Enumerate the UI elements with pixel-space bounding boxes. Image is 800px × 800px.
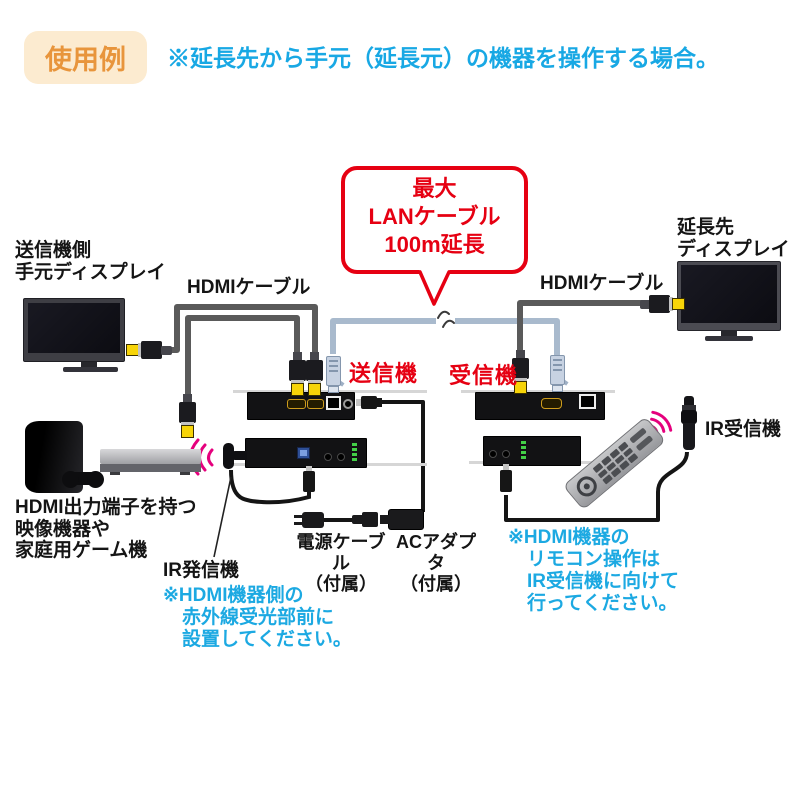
button-icon xyxy=(324,453,332,461)
receiver-bracket xyxy=(461,390,615,393)
tv-stand-base xyxy=(63,367,118,372)
source-tv xyxy=(23,298,125,375)
button-icon xyxy=(502,450,510,458)
label-ir-receiver: IR受信機 xyxy=(705,419,782,440)
dc-jack-icon xyxy=(343,399,353,409)
hdmi-plug-icon xyxy=(306,352,323,396)
label-receiver: 受信機 xyxy=(449,363,519,388)
button-icon xyxy=(489,450,497,458)
dc-power-cable xyxy=(380,400,425,512)
ac-adapter-device xyxy=(388,509,424,530)
ir-emitter-device xyxy=(221,441,247,471)
lan-port-icon xyxy=(326,396,341,410)
led-indicator-icon xyxy=(352,443,357,461)
power-connector-icon xyxy=(352,512,378,527)
ir-emitter-pointer-line xyxy=(213,476,232,558)
ir-receiver-cable xyxy=(504,451,689,522)
mini-plug-icon xyxy=(303,466,315,492)
hdmi-plug-icon xyxy=(289,352,306,396)
tv-stand-base xyxy=(705,336,753,341)
lan-plug-icon xyxy=(325,352,345,394)
label-ac-adapter: ACアダプタ （付属） xyxy=(396,532,476,595)
gamepad-icon xyxy=(62,467,104,491)
mini-plug-icon xyxy=(499,464,513,496)
hdmi-cable-source-tv xyxy=(168,304,318,356)
dc-plug-icon xyxy=(356,395,382,410)
label-hdmi-cable-left: HDMIケーブル xyxy=(187,277,311,298)
hdmi-port-icon xyxy=(287,399,306,409)
receiver-front-unit xyxy=(483,436,581,466)
note-ir-emitter: ※HDMI機器側の 赤外線受光部前に 設置してください。 xyxy=(163,585,352,650)
ir-receiver-device xyxy=(678,396,700,454)
label-source-display: 送信機側 手元ディスプレイ xyxy=(15,240,166,284)
usage-example-badge: 使用例 xyxy=(24,31,147,84)
ir-emitter-cable xyxy=(229,469,311,505)
ac-plug-icon xyxy=(294,512,324,528)
header-note: ※延長先から手元（延長元）の機器を操作する場合。 xyxy=(167,45,719,71)
bluray-player xyxy=(100,449,201,475)
tv-screen xyxy=(28,303,120,353)
note-ir-receiver: ※HDMI機器の リモコン操作は IR受信機に向けて 行ってください。 xyxy=(508,527,680,614)
hdmi-plug-icon xyxy=(126,341,172,359)
tv-stand-neck xyxy=(81,362,97,367)
ac-adapter-inlet xyxy=(380,515,389,524)
hdmi-cable-player xyxy=(185,315,300,398)
ir-port-inner xyxy=(300,450,307,456)
hdmi-plug-icon xyxy=(512,350,529,394)
tv-screen xyxy=(681,265,777,323)
lan-plug-icon xyxy=(549,351,569,393)
hdmi-plug-icon xyxy=(640,295,686,313)
hdmi-port-icon xyxy=(541,398,562,409)
label-ir-emitter: IR発信機 xyxy=(163,560,240,581)
cable-break-icon xyxy=(437,310,455,328)
label-extended-display: 延長先 ディスプレイ xyxy=(677,217,790,261)
hdmi-port-icon xyxy=(307,399,324,409)
button-icon xyxy=(337,453,345,461)
label-transmitter: 送信機 xyxy=(349,361,419,386)
lan-port-icon xyxy=(579,394,596,409)
callout-text: 最大 LANケーブル 100m延長 xyxy=(368,176,501,258)
hdmi-cable-extended-tv xyxy=(517,300,646,352)
tv-stand-neck xyxy=(721,331,737,336)
label-power-cable: 電源ケーブル （付属） xyxy=(296,532,386,595)
extended-tv xyxy=(677,261,781,343)
label-hdmi-cable-right: HDMIケーブル xyxy=(540,273,664,294)
lan-cable-break-gap xyxy=(436,310,455,330)
callout-bubble: 最大 LANケーブル 100m延長 xyxy=(341,166,528,274)
led-indicator-icon xyxy=(521,441,526,459)
label-source-devices: HDMI出力端子を持つ 映像機器や 家庭用ゲーム機 xyxy=(15,497,197,562)
hdmi-plug-icon xyxy=(179,394,196,438)
